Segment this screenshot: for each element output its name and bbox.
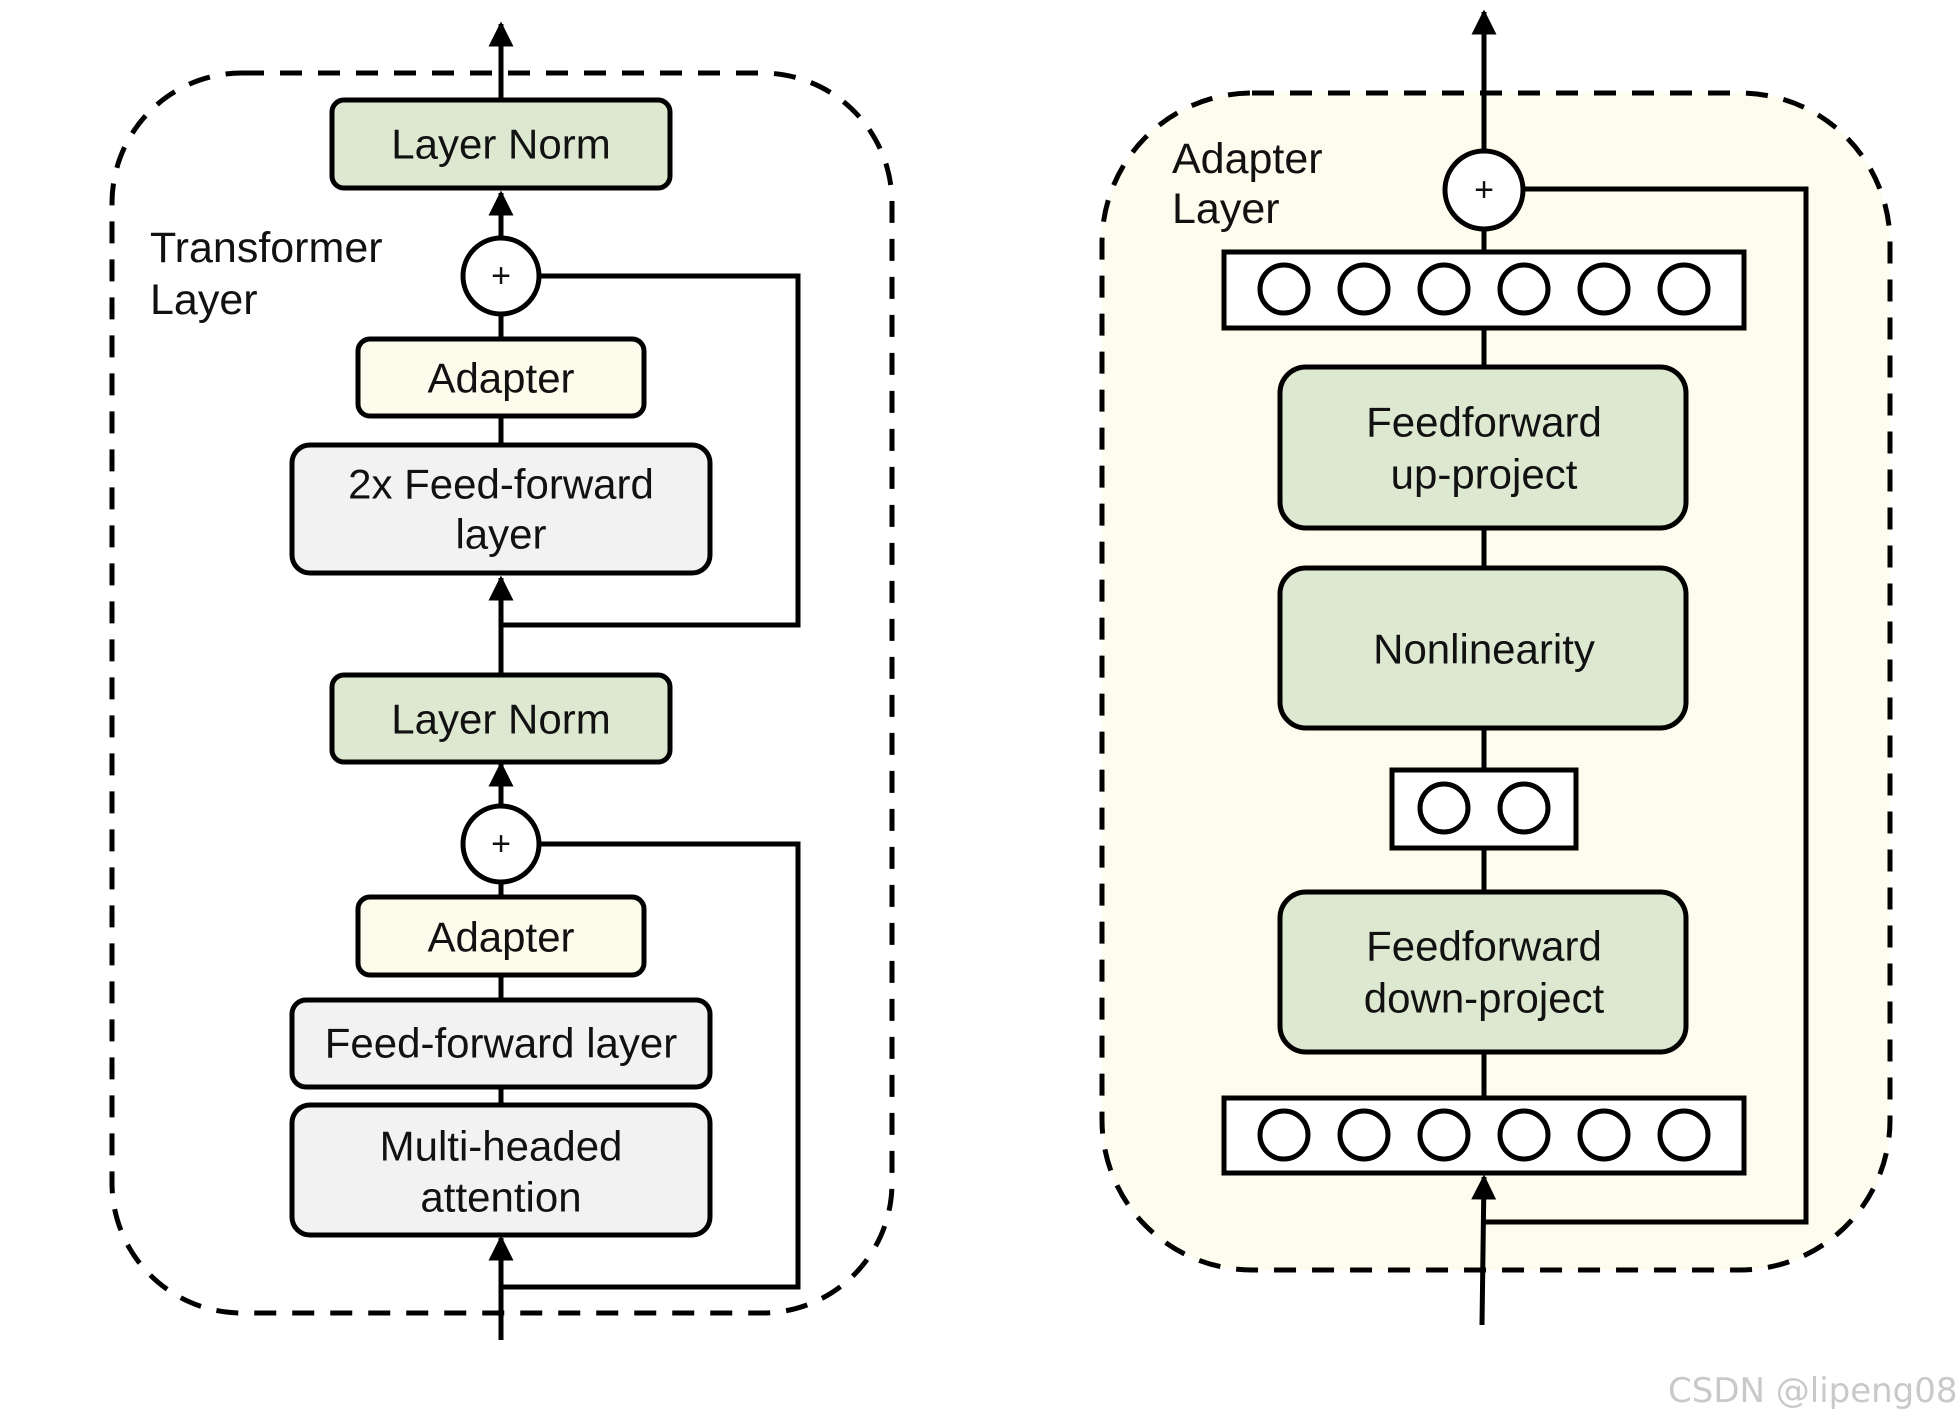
middle-neurons-group [1417,781,1551,835]
ff-up-project-line1: Feedforward [1366,399,1602,446]
neuron-circle [1417,781,1471,835]
adapter-group-label-line2: Layer [1172,185,1280,233]
adapter-input-arrow [1471,1174,1497,1326]
ff-down-project-line1: Feedforward [1366,923,1602,970]
bottom-neuron-layer [1221,1095,1747,1176]
adapter-residual-skip [1484,186,1809,1225]
ffn2x-label-line1: 2x Feed-forward [348,461,654,508]
neuron-circle [1497,262,1551,316]
adapter-plus-node-label: + [1474,171,1494,209]
ffn2x-label-line2: layer [455,511,546,558]
neuron-circle [1257,1108,1311,1162]
residual-skip-top [501,273,801,628]
neuron-circle [1337,262,1391,316]
adapter-bottom-label: Adapter [427,914,574,961]
mha-box [289,1102,713,1238]
transformer-layer-group: Layer Norm + Adapter 2x Feed-forward lay… [109,21,895,1340]
nonlinearity-box [1277,565,1689,731]
adapter-top-label: Adapter [427,355,574,402]
neuron-circle [1577,1108,1631,1162]
ffn-label: Feed-forward layer [325,1020,677,1067]
ff-up-project-line2: up-project [1391,451,1578,498]
neuron-circle [1577,262,1631,316]
mha-label-line2: attention [420,1174,581,1221]
plus-node-bottom [460,803,542,885]
neuron-circle [1337,1108,1391,1162]
neuron-circle [1497,781,1551,835]
bottom-neurons-group [1257,1108,1711,1162]
nonlinearity-label: Nonlinearity [1373,626,1595,673]
watermark: CSDN @lipeng08 [1668,1371,1956,1411]
residual-skip-bottom [501,841,801,1290]
transformer-group-label-line2: Layer [150,276,258,324]
layer-norm-bottom-box [329,672,673,765]
top-neuron-layer [1221,249,1747,331]
ffn2x-box [289,442,713,576]
ff-down-project-box [1277,889,1689,1055]
transformer-group-label-line1: Transformer [150,224,383,272]
adapter-top-box [355,336,647,419]
neuron-circle [1257,262,1311,316]
neuron-circle [1417,262,1471,316]
ff-up-project-box [1277,364,1689,531]
plus-node-bottom-label: + [491,825,511,863]
neuron-circle [1417,1108,1471,1162]
neuron-circle [1497,1108,1551,1162]
layer-norm-bottom-label: Layer Norm [391,696,610,743]
ffn-box [289,997,713,1090]
layer-norm-top-box [329,97,673,191]
plus-node-top-label: + [491,257,511,295]
neuron-circle [1657,262,1711,316]
plus-node-top [460,235,542,317]
neuron-circle [1657,1108,1711,1162]
adapter-plus-node [1442,148,1526,232]
mha-label-line1: Multi-headed [380,1123,623,1170]
ff-down-project-line2: down-project [1364,975,1605,1022]
layer-norm-top-label: Layer Norm [391,121,610,168]
adapter-layer-group: + Feedforward up-project Nonlinearity Fe… [1099,9,1893,1326]
adapter-bottom-box [355,894,647,978]
top-neurons-group [1257,262,1711,316]
adapter-group-label-line1: Adapter [1172,135,1323,183]
